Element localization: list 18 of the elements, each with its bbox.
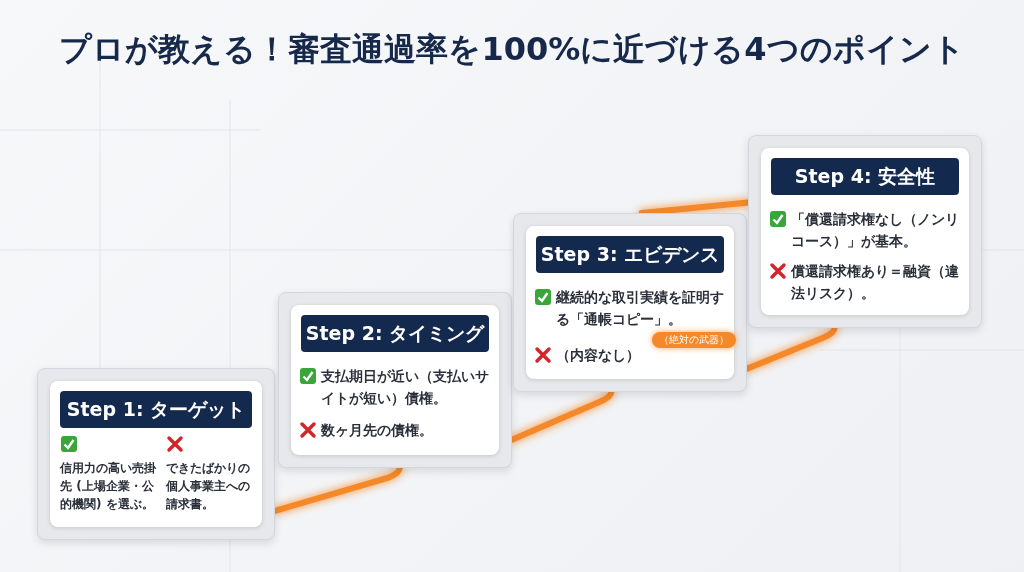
con-text: できたばかりの個人事業主への請求書。 (166, 460, 251, 513)
step-card (278, 292, 512, 468)
step-card (513, 213, 747, 392)
pro-text: 継続的な取引実績を証明する「通帳コピー」。 (556, 288, 725, 329)
step-card (37, 368, 275, 540)
pro-text: 支払期日が近い（支払いサイトが短い）債権。 (321, 367, 490, 408)
step-heading: Step 3: エビデンス (536, 236, 724, 273)
pro-text: 信用力の高い売掛先 (上場企業・公的機関) を選ぶ。 (60, 460, 157, 513)
con-text: 償還請求権あり＝融資（違法リスク）。 (791, 262, 960, 303)
badge: （絶対の武器） (652, 332, 736, 348)
con-text: 数ヶ月先の債権。 (321, 421, 434, 440)
step-heading: Step 4: 安全性 (771, 158, 959, 195)
pro-text: 「償還請求権なし（ノンリコース）」が基本。 (791, 210, 960, 251)
step-heading: Step 1: ターゲット (60, 391, 252, 428)
con-text: （内容なし） (556, 346, 641, 365)
step-heading: Step 2: タイミング (301, 315, 489, 352)
step-card (748, 135, 982, 328)
title: プロが教える！審査通過率を100%に近づける4つのポイント (58, 29, 966, 70)
